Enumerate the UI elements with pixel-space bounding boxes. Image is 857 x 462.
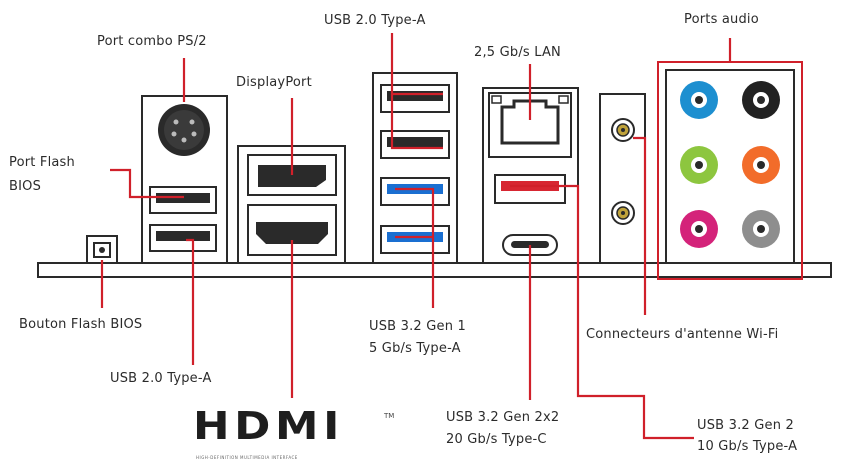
label-usb20-top: USB 2.0 Type-A <box>324 13 426 28</box>
label-usb32g2-1: USB 3.2 Gen 2 <box>697 418 794 433</box>
label-usb32g1-2: 5 Gb/s Type-A <box>369 341 461 356</box>
usb32-gen2-port <box>494 174 566 204</box>
usb32-gen1-port-1 <box>380 177 450 206</box>
label-lan: 2,5 Gb/s LAN <box>474 45 561 60</box>
hdmi-logo: HDMI <box>193 404 345 448</box>
label-usbc-1: USB 3.2 Gen 2x2 <box>446 410 560 425</box>
wifi-connector-1 <box>611 118 635 142</box>
label-flash-port-2: BIOS <box>9 179 42 194</box>
leader-flash-port <box>110 168 184 199</box>
audio-jack-orange <box>742 146 780 184</box>
label-usb20-bottom: USB 2.0 Type-A <box>110 371 212 386</box>
ps2-usb-column <box>141 95 228 264</box>
hdmi-logo-tagline: HIGH-DEFINITION MULTIMEDIA INTERFACE <box>196 455 298 460</box>
leader-usb20-bottom <box>186 238 195 365</box>
leader-usb32g2 <box>510 184 694 440</box>
label-displayport: DisplayPort <box>236 75 312 90</box>
wifi-connector-2 <box>611 201 635 225</box>
audio-jack-green <box>680 146 718 184</box>
usb32-gen1-port-2 <box>380 225 450 254</box>
ps2-port <box>158 104 210 156</box>
label-flash-button: Bouton Flash BIOS <box>19 317 143 332</box>
lan-usb-column <box>482 87 579 264</box>
label-usbc-2: 20 Gb/s Type-C <box>446 432 547 447</box>
usb-stack <box>372 72 458 264</box>
label-usb32g2-2: 10 Gb/s Type-A <box>697 439 798 454</box>
label-ps2: Port combo PS/2 <box>97 34 207 49</box>
wifi-antenna-column <box>599 93 646 264</box>
label-usb32g1-1: USB 3.2 Gen 1 <box>369 319 466 334</box>
leader-usb20-top-b <box>390 94 443 150</box>
audio-jack-blue <box>680 81 718 119</box>
audio-jack-pink <box>680 210 718 248</box>
audio-jack-black <box>742 81 780 119</box>
flash-bios-usb-port <box>149 186 217 214</box>
label-wifi: Connecteurs d'antenne Wi-Fi <box>586 327 779 342</box>
leader-wifi <box>633 136 647 315</box>
lan-port <box>488 92 572 158</box>
io-baseplate <box>37 262 832 278</box>
usb20-lower-port <box>149 224 217 252</box>
hdmi-logo-trademark: TM <box>384 412 395 420</box>
audio-jack-gray <box>742 210 780 248</box>
audio-block <box>657 61 803 280</box>
leader-usb32g1 <box>395 187 435 308</box>
leader-lines <box>100 33 732 440</box>
label-audio: Ports audio <box>684 12 759 27</box>
label-flash-port-1: Port Flash <box>9 155 75 170</box>
flash-bios-button <box>86 235 118 264</box>
